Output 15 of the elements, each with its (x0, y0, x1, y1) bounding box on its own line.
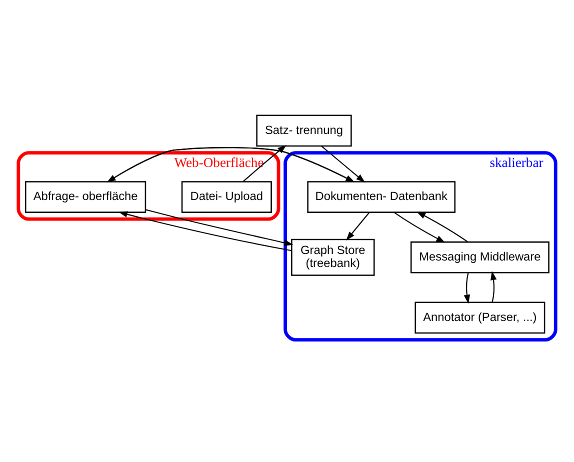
node-box: Datei- Upload (181, 181, 272, 213)
node-box: Messaging Middleware (410, 241, 550, 274)
arrow (394, 212, 446, 243)
node-box: Dokumenten- Datenbank (307, 181, 456, 213)
arrow (146, 209, 294, 246)
arrow (490, 271, 497, 302)
node-box: Satz- trennung (256, 114, 352, 147)
arrow (346, 212, 370, 241)
node-box: Graph Store (treebank) (291, 238, 375, 276)
arrow (242, 145, 286, 182)
node-box: Annotator (Parser, ...) (414, 302, 546, 334)
arrow (416, 212, 468, 242)
arrow (464, 272, 470, 304)
node-box: Abfrage- oberfläche (24, 181, 146, 213)
arrow (118, 211, 292, 252)
